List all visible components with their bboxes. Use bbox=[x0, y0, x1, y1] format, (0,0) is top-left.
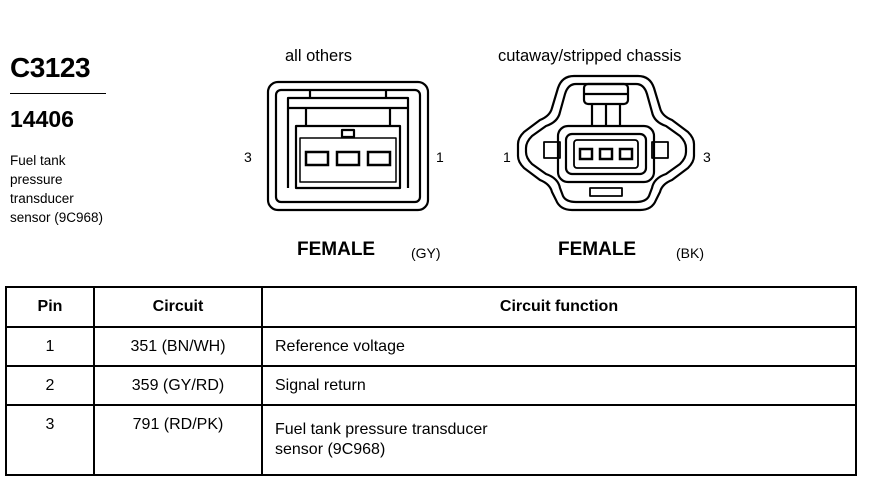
connector-face-all-others bbox=[266, 80, 430, 212]
connector-id-underline bbox=[10, 93, 106, 94]
view2-pin-right-label: 3 bbox=[703, 149, 711, 165]
view1-pin-left-label: 3 bbox=[244, 149, 252, 165]
view-title-cutaway-stripped-chassis: cutaway/stripped chassis bbox=[498, 47, 682, 65]
cell-circuit: 351 (BN/WH) bbox=[93, 326, 263, 367]
view1-pin-right-label: 1 bbox=[436, 149, 444, 165]
part-number: 14406 bbox=[10, 106, 74, 132]
cell-pin: 3 bbox=[5, 404, 95, 476]
cell-pin: 1 bbox=[5, 326, 95, 367]
cell-circuit-function: Fuel tank pressure transducer sensor (9C… bbox=[261, 404, 857, 476]
connector-face-cutaway-stripped-chassis bbox=[516, 74, 696, 212]
cell-pin: 2 bbox=[5, 365, 95, 406]
table-row: 3 791 (RD/PK) Fuel tank pressure transdu… bbox=[5, 404, 857, 476]
description-line: Fuel tank bbox=[10, 153, 66, 168]
header-circuit-function: Circuit function bbox=[261, 286, 857, 328]
cell-circuit-function: Signal return bbox=[261, 365, 857, 406]
view1-housing-color: (GY) bbox=[411, 245, 441, 261]
view-title-all-others: all others bbox=[285, 47, 352, 65]
table-row: 1 351 (BN/WH) Reference voltage bbox=[5, 326, 857, 367]
connector-id: C3123 bbox=[10, 52, 91, 83]
description-line: pressure bbox=[10, 172, 63, 187]
function-line: Fuel tank pressure transducer bbox=[275, 421, 488, 438]
cell-circuit-function: Reference voltage bbox=[261, 326, 857, 367]
table-row: 2 359 (GY/RD) Signal return bbox=[5, 365, 857, 406]
cell-circuit: 359 (GY/RD) bbox=[93, 365, 263, 406]
description-line: transducer bbox=[10, 191, 74, 206]
view2-housing-color: (BK) bbox=[676, 245, 704, 261]
table-header-row: Pin Circuit Circuit function bbox=[5, 286, 857, 328]
view1-gender: FEMALE bbox=[297, 239, 376, 260]
function-line: Reference voltage bbox=[275, 337, 405, 355]
header-circuit: Circuit bbox=[93, 286, 263, 328]
view2-gender: FEMALE bbox=[558, 239, 637, 260]
view2-pin-left-label: 1 bbox=[503, 149, 511, 165]
connector-description: Fuel tank pressure transducer sensor (9C… bbox=[10, 151, 140, 227]
description-line: sensor (9C968) bbox=[10, 210, 104, 225]
header-pin: Pin bbox=[5, 286, 95, 328]
cell-circuit: 791 (RD/PK) bbox=[93, 404, 263, 476]
function-line: Signal return bbox=[275, 376, 366, 394]
pinout-table: Pin Circuit Circuit function 1 351 (BN/W… bbox=[5, 286, 857, 476]
function-line: sensor (9C968) bbox=[275, 441, 386, 458]
